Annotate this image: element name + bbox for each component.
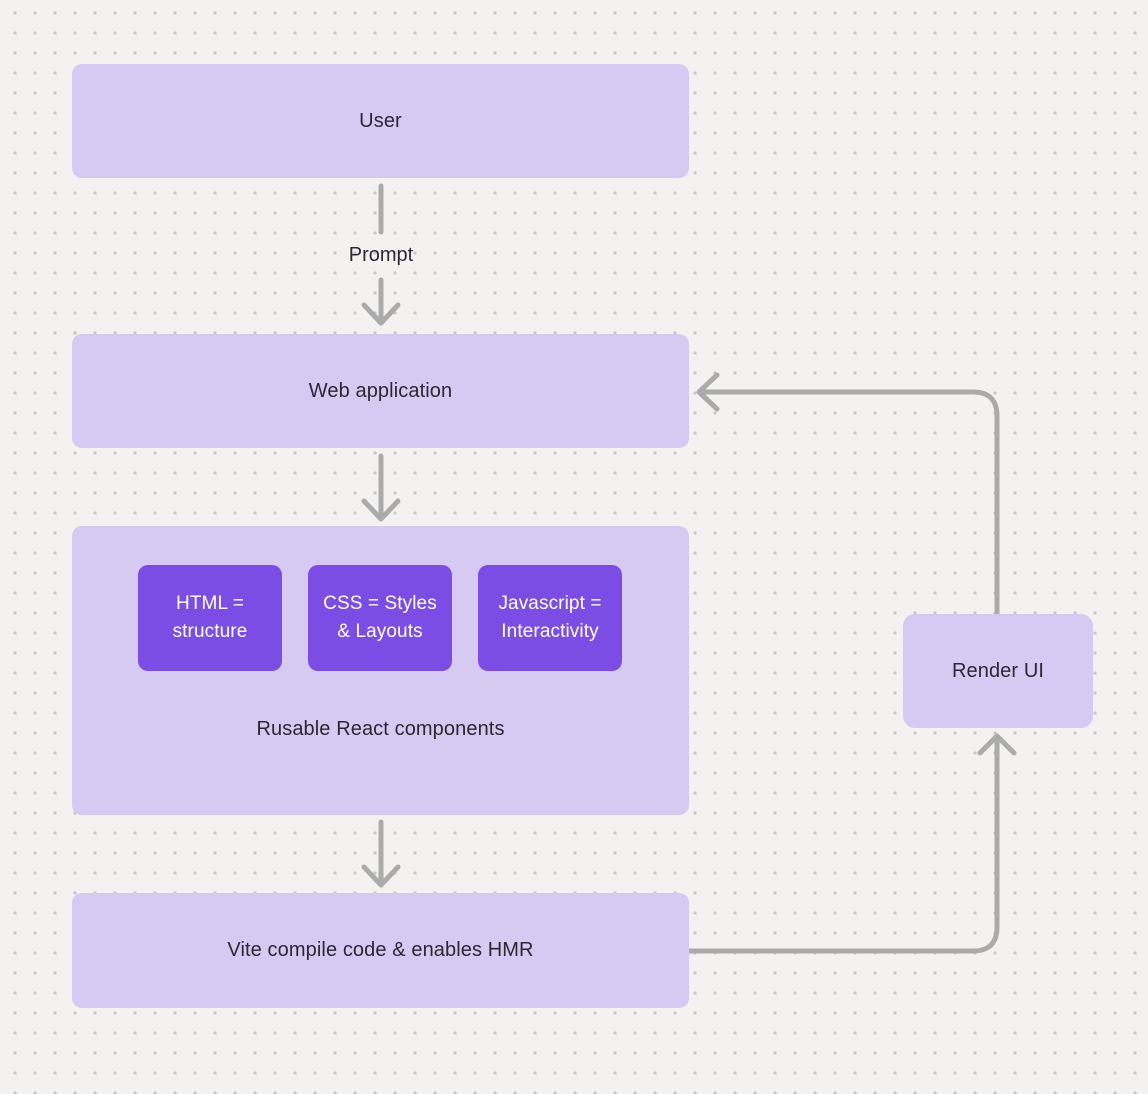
- components-group-label: Rusable React components: [256, 718, 505, 740]
- edge-label-prompt: Prompt: [348, 244, 414, 266]
- arrow-down-icon: [361, 302, 401, 326]
- arrow-vite-to-renderui: [685, 733, 1017, 954]
- node-css: CSS = Styles & Layouts: [308, 565, 452, 671]
- node-html: HTML = structure: [138, 565, 282, 671]
- node-web-application-label: Web application: [308, 379, 453, 402]
- node-web-application: Web application: [72, 334, 689, 448]
- node-render-ui-label: Render UI: [951, 659, 1045, 682]
- arrow-components-to-vite: [361, 819, 401, 888]
- node-render-ui: Render UI: [903, 614, 1093, 728]
- node-javascript: Javascript = Interactivity: [478, 565, 622, 671]
- arrow-down-icon: [361, 864, 401, 888]
- arrow-webapp-to-components: [361, 453, 401, 522]
- node-vite: Vite compile code & enables HMR: [72, 893, 689, 1008]
- node-vite-label: Vite compile code & enables HMR: [227, 939, 534, 961]
- node-html-label: HTML = structure: [172, 593, 248, 642]
- arrow-renderui-to-webapp: [696, 372, 1000, 617]
- arrow-left-icon: [696, 372, 720, 412]
- node-css-label: CSS = Styles & Layouts: [323, 593, 437, 642]
- arrow-up-icon: [977, 733, 1017, 756]
- arrow-shaft: [685, 736, 1000, 954]
- node-user-label: User: [359, 109, 402, 132]
- node-components-group: HTML = structure CSS = Styles & Layouts …: [72, 526, 689, 815]
- node-user: User: [72, 64, 689, 178]
- arrow-shaft: [698, 389, 1000, 617]
- node-javascript-label: Javascript = Interactivity: [498, 593, 602, 642]
- components-row: HTML = structure CSS = Styles & Layouts …: [138, 565, 623, 671]
- arrow-down-icon: [361, 498, 401, 522]
